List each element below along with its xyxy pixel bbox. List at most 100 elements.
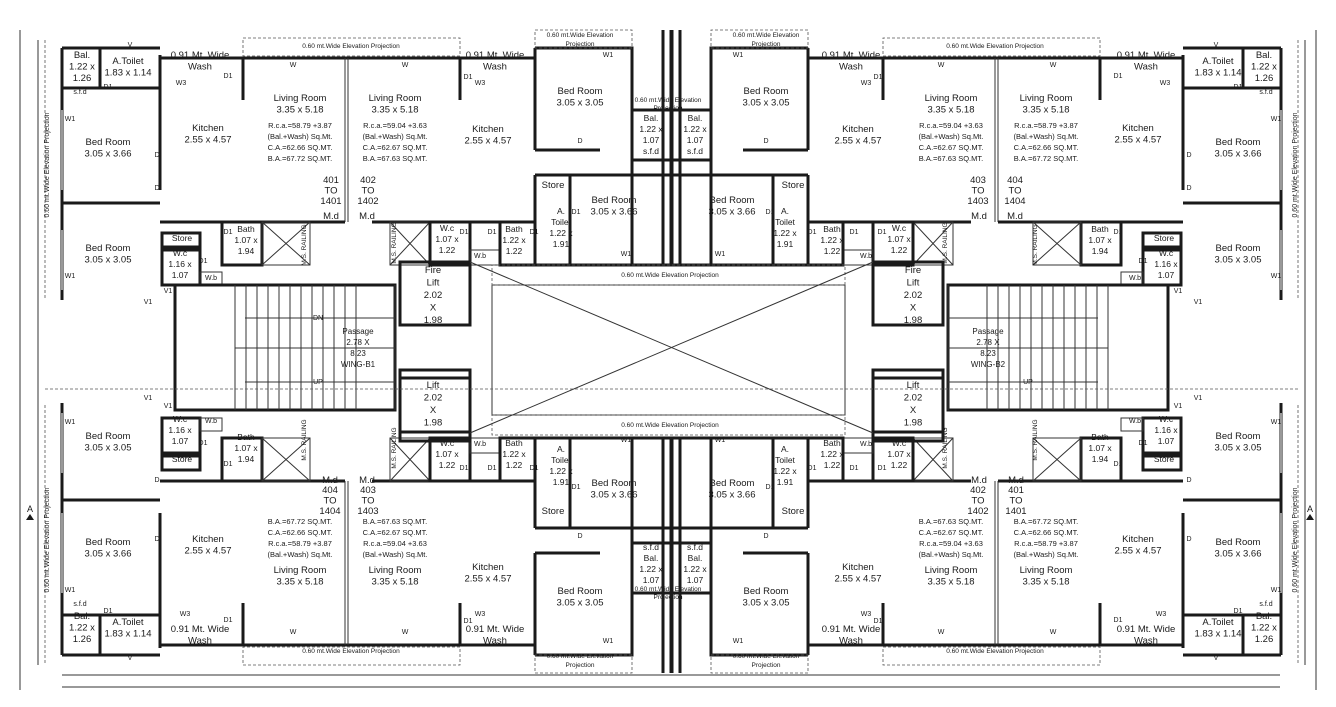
kitchen-label: 2.55 x 4.57 xyxy=(464,574,511,585)
elev-label: 0.60 mt.Wide Elevation xyxy=(733,653,800,660)
kitchen-label: 2.55 x 4.57 xyxy=(184,135,231,146)
md-label: M.d xyxy=(971,475,987,486)
bal-label: 1.07 xyxy=(687,575,704,585)
door-window-marker: D1 xyxy=(460,465,469,472)
elevation-projection-label: 0.60 mt.Wide Elevation Projection xyxy=(44,112,51,217)
door-window-marker: D1 xyxy=(1234,608,1243,615)
bal-label: 1.22 x xyxy=(69,623,95,634)
bal-label: 1.07 xyxy=(643,575,660,585)
staircase-left xyxy=(173,283,397,412)
door-window-marker: D1 xyxy=(572,209,581,216)
bal-label: Bal. xyxy=(1256,50,1272,61)
door-window-marker: D1 xyxy=(224,229,233,236)
bath-label: Bath xyxy=(237,224,255,234)
md-label: M.d xyxy=(359,211,375,222)
wash-label: Wash xyxy=(483,62,507,73)
bal-label: 1.22 x xyxy=(639,124,663,134)
living-label: Living Room xyxy=(274,93,327,104)
bal-label: 1.22 x xyxy=(69,62,95,73)
living-label: Living Room xyxy=(274,565,327,576)
bath-label: 1.22 x xyxy=(502,235,526,245)
door-window-marker: D1 xyxy=(766,484,775,491)
door-window-marker: D xyxy=(577,533,582,540)
toilet-label: 1.91 xyxy=(553,239,570,249)
door-window-marker: W3 xyxy=(861,80,872,87)
firelift-label: Lift xyxy=(907,278,920,289)
bedroom-label: 3.05 x 3.05 xyxy=(556,598,603,609)
elev-label: 0.60 mt.Wide Elevation Projection xyxy=(302,43,400,50)
unit-label: 1404 xyxy=(319,506,340,517)
area-label: (Bal.+Wash) Sq.Mt. xyxy=(268,550,333,559)
bal-label: 1.22 x xyxy=(683,564,707,574)
toilet-label: 1.83 x 1.14 xyxy=(1194,629,1241,640)
bal-label: 1.26 xyxy=(73,73,92,84)
wash-label: Wash xyxy=(188,636,212,647)
door-window-marker: D1 xyxy=(224,617,233,624)
bal-label: 1.22 x xyxy=(639,564,663,574)
bedroom-label: Bed Room xyxy=(86,243,131,254)
living-label: Living Room xyxy=(925,565,978,576)
wc-label: 1.16 x xyxy=(168,259,192,269)
bal-label: Bal. xyxy=(688,553,703,563)
lift-label: X xyxy=(910,405,917,416)
md-label: M.d xyxy=(971,211,987,222)
unit-label: TO xyxy=(323,496,336,507)
door-window-marker: W xyxy=(402,62,409,69)
elev-label: Projection xyxy=(566,41,595,48)
door-window-marker: W3 xyxy=(1156,611,1167,618)
door-window-marker: D xyxy=(763,138,768,145)
door-window-marker: W1 xyxy=(1271,116,1282,123)
bedroom-label: Bed Room xyxy=(1216,537,1261,548)
area-label: R.c.a.=59.04 +3.63 xyxy=(919,121,983,130)
toilet-label: Toilet xyxy=(775,455,795,465)
door-window-marker: D1 xyxy=(874,618,883,625)
door-window-marker: V1 xyxy=(1194,395,1203,402)
living-label: 3.35 x 5.18 xyxy=(371,577,418,588)
bath-label: 1.22 xyxy=(824,246,841,256)
living-label: 3.35 x 5.18 xyxy=(276,105,323,116)
door-window-marker: W.b xyxy=(205,275,217,282)
bal-label: s.f.d xyxy=(643,542,659,552)
door-window-marker: D1 xyxy=(199,440,208,447)
bath-label: Bath xyxy=(237,432,255,442)
door-window-marker: W1 xyxy=(715,437,726,444)
area-label: B.A.=67.72 SQ.MT. xyxy=(268,517,332,526)
bal-label: Bal. xyxy=(1256,611,1272,622)
section-marker: A xyxy=(27,504,33,514)
door-window-marker: D1 xyxy=(530,229,539,236)
bedroom-label: Bed Room xyxy=(86,537,131,548)
living-label: Living Room xyxy=(925,93,978,104)
toilet-label: 1.91 xyxy=(777,477,794,487)
bedroom-label: 3.05 x 3.05 xyxy=(84,443,131,454)
bal-label: Bal. xyxy=(644,553,659,563)
door-window-marker: W1 xyxy=(603,52,614,59)
area-label: C.A.=62.66 SQ.MT. xyxy=(268,143,333,152)
unit-label: 401 xyxy=(1008,485,1024,496)
toilet-label: 1.91 xyxy=(553,477,570,487)
bedroom-label: Bed Room xyxy=(1216,137,1261,148)
door-window-marker: D1 xyxy=(488,465,497,472)
door-window-marker: W1 xyxy=(715,251,726,258)
elev-label: 0.60 mt.Wide Elevation xyxy=(733,32,800,39)
wash-label: Wash xyxy=(188,62,212,73)
unit-label: 403 xyxy=(360,485,376,496)
area-label: B.A.=67.72 SQ.MT. xyxy=(1014,517,1078,526)
door-window-marker: D xyxy=(154,152,159,159)
bedroom-label: 3.05 x 3.05 xyxy=(556,98,603,109)
door-window-marker: W xyxy=(402,629,409,636)
unit-label: 1403 xyxy=(967,196,988,207)
passage-label: Passage xyxy=(342,327,374,336)
kitchen-label: Kitchen xyxy=(472,562,504,573)
area-label: C.A.=62.67 SQ.MT. xyxy=(363,528,428,537)
bal-label: Bal. xyxy=(74,611,90,622)
bedroom-label: Bed Room xyxy=(710,478,755,489)
toilet-label: A.Toilet xyxy=(112,56,144,67)
unit-label: TO xyxy=(971,496,984,507)
door-window-marker: D xyxy=(1186,152,1191,159)
area-label: C.A.=62.66 SQ.MT. xyxy=(1014,528,1079,537)
unit-label: 1401 xyxy=(1005,506,1026,517)
door-window-marker: W xyxy=(938,62,945,69)
lift-label: Lift xyxy=(907,380,920,391)
living-label: Living Room xyxy=(369,93,422,104)
passage-label: 2.78 X xyxy=(346,338,370,347)
